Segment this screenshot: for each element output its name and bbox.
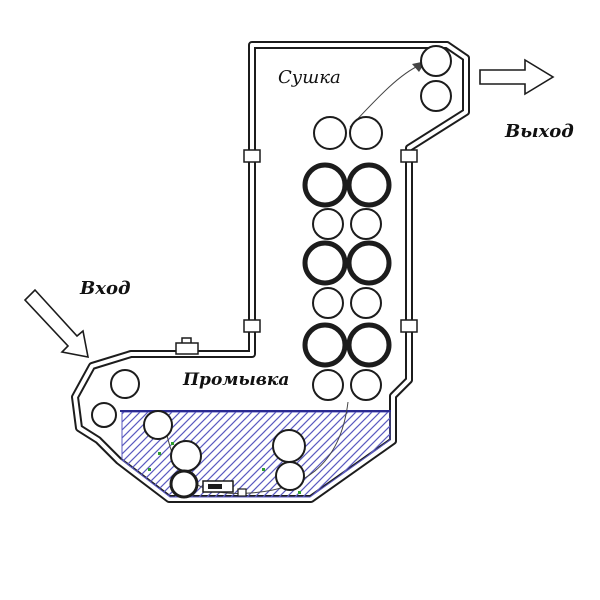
roller — [346, 162, 392, 208]
roller — [143, 410, 173, 440]
label-entry: Вход — [79, 278, 130, 299]
roller — [312, 287, 344, 319]
roller — [170, 440, 202, 472]
speckle — [262, 468, 265, 471]
speckle — [298, 491, 301, 494]
roller — [350, 287, 382, 319]
roller — [350, 369, 382, 401]
speckle — [171, 442, 174, 445]
roller — [169, 469, 199, 499]
roller — [91, 402, 117, 428]
roller — [272, 429, 306, 463]
wall-tab — [400, 149, 418, 163]
roller — [420, 45, 452, 77]
bottom-sensor-block — [202, 480, 247, 497]
entry-arrow-icon — [23, 288, 90, 359]
roller — [346, 240, 392, 286]
wall-tabs — [175, 149, 418, 355]
roller — [346, 322, 392, 368]
speckle — [148, 468, 151, 471]
wall-tab — [400, 319, 418, 333]
label-drying: Сушка — [278, 67, 341, 88]
exit-arrow-icon — [479, 58, 555, 96]
roller — [312, 369, 344, 401]
roller — [349, 116, 383, 150]
roller — [350, 208, 382, 240]
roller — [302, 322, 348, 368]
label-washing: Промывка — [182, 370, 289, 390]
wall-tab — [243, 319, 261, 333]
roller — [275, 461, 305, 491]
wall-tab — [243, 149, 261, 163]
wall-tab — [175, 342, 199, 355]
machine-outline-inner — [73, 43, 468, 501]
roller — [420, 80, 452, 112]
roller — [302, 162, 348, 208]
label-exit: Выход — [504, 121, 574, 142]
roller — [312, 208, 344, 240]
roller — [313, 116, 347, 150]
rollers-group — [91, 45, 452, 499]
roller — [302, 240, 348, 286]
roller — [110, 369, 140, 399]
speckle — [158, 452, 161, 455]
